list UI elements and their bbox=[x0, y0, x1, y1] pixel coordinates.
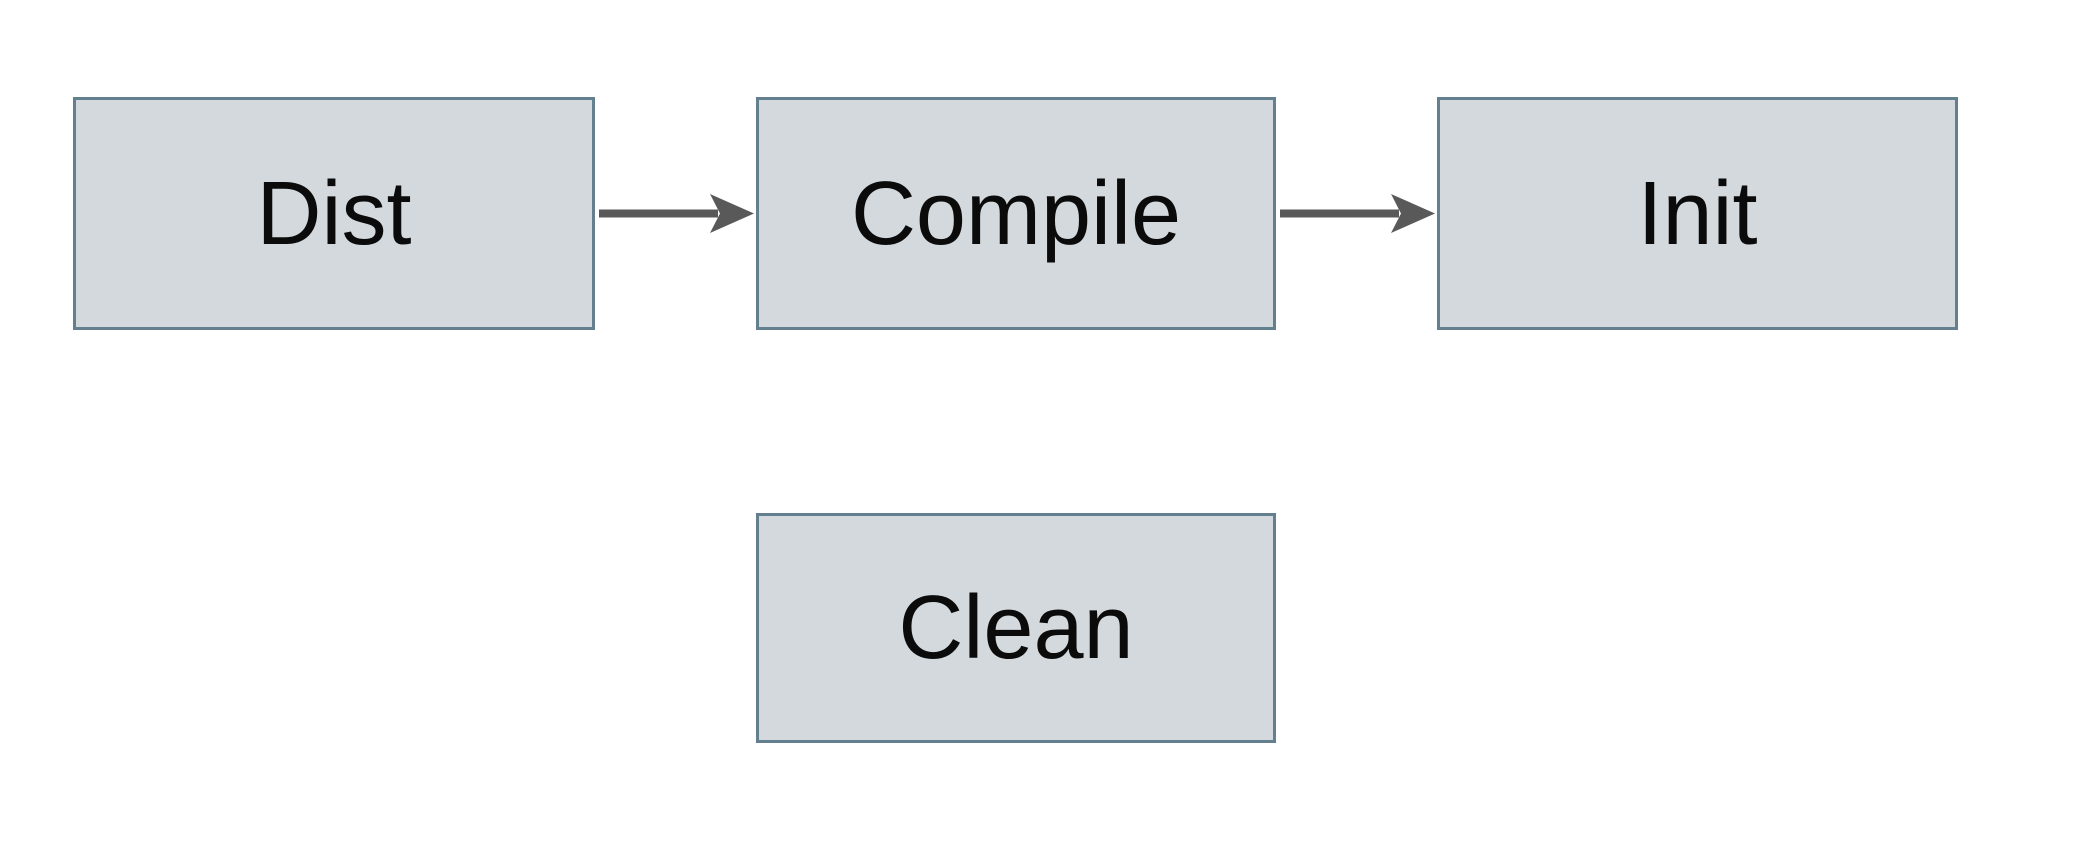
node-compile-label: Compile bbox=[850, 163, 1182, 264]
node-dist-label: Dist bbox=[256, 163, 412, 264]
edge-dist-to-compile bbox=[599, 194, 754, 233]
node-clean[interactable]: Clean bbox=[756, 513, 1276, 743]
node-init[interactable]: Init bbox=[1437, 97, 1958, 330]
node-clean-label: Clean bbox=[898, 578, 1134, 678]
node-init-label: Init bbox=[1637, 163, 1758, 264]
edge-compile-to-init bbox=[1280, 194, 1435, 233]
node-dist[interactable]: Dist bbox=[73, 97, 595, 330]
node-compile[interactable]: Compile bbox=[756, 97, 1276, 330]
